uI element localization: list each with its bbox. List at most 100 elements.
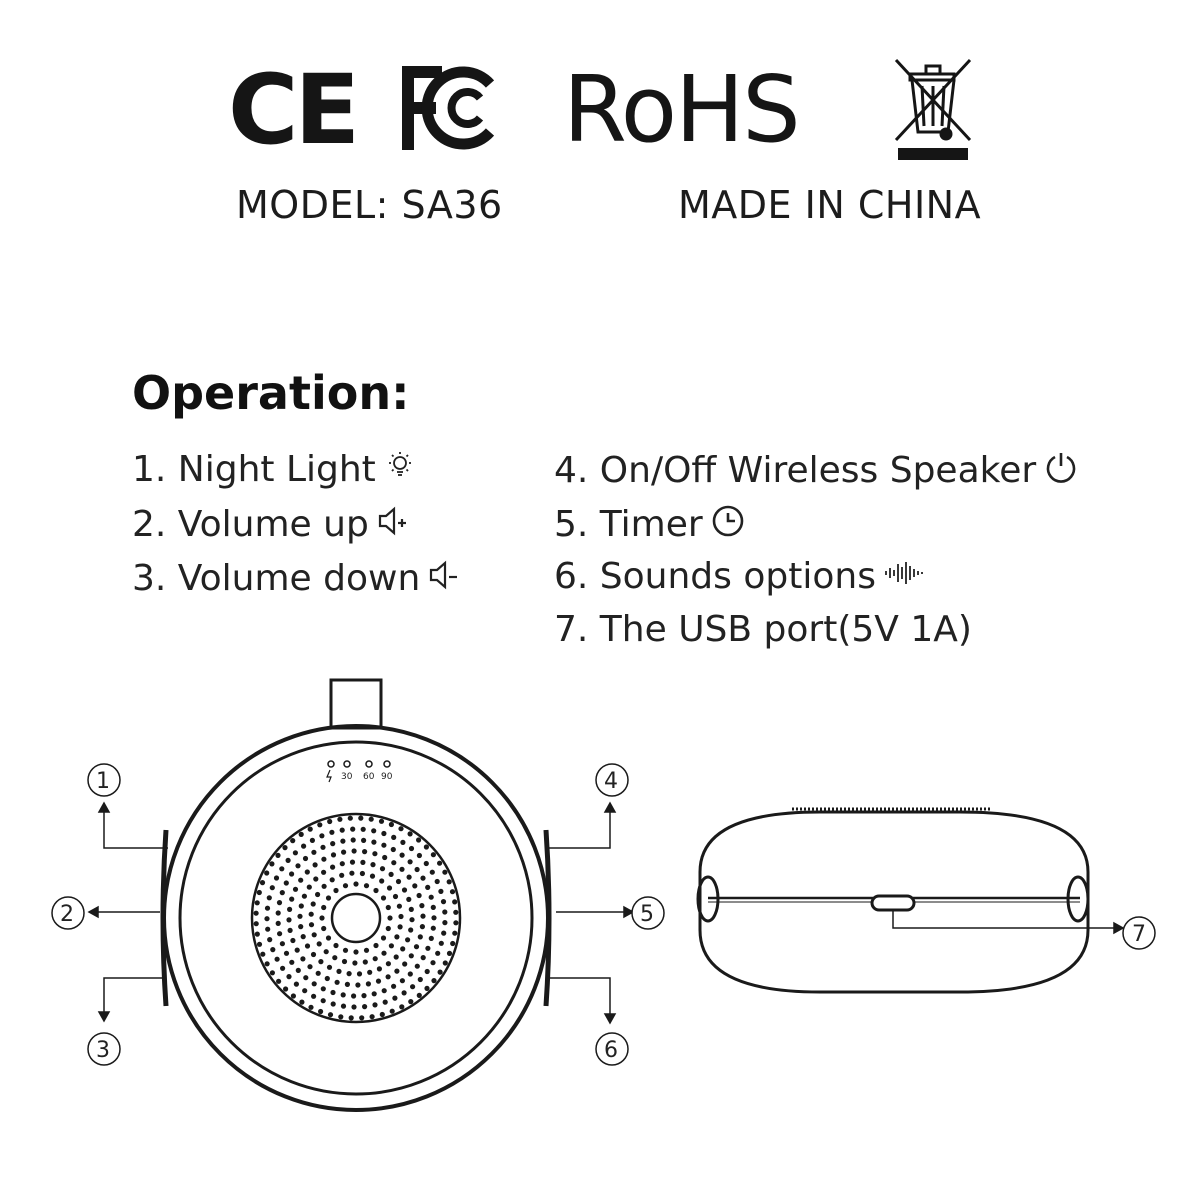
power-icon [1044, 450, 1078, 491]
grille-hole [330, 1001, 336, 1007]
grille-hole [392, 995, 398, 1001]
callout-arrowhead [603, 1013, 617, 1025]
grille-hole [372, 1002, 378, 1008]
grille-hole [269, 970, 275, 976]
grille-hole [400, 839, 406, 846]
grille-hole [326, 964, 333, 970]
grille-hole [424, 985, 430, 992]
grille-hole [408, 927, 414, 933]
callout-4: 4 [604, 769, 618, 794]
op-item-label: 7. The USB port(5V 1A) [554, 609, 972, 650]
grille-hole [310, 901, 316, 907]
grille-hole [437, 860, 443, 866]
grille-hole [273, 875, 280, 881]
grille-hole [393, 954, 399, 960]
grille-hole [429, 869, 435, 875]
grille-hole [376, 966, 382, 972]
grille-hole [416, 852, 422, 859]
grille-hole [294, 947, 300, 953]
grille-hole [368, 816, 374, 822]
grille-hole [260, 951, 266, 957]
callout-circle [595, 1032, 629, 1066]
grille-hole [425, 945, 431, 951]
grille-hole [304, 869, 310, 875]
grille-hole [398, 826, 404, 832]
grille-hole [289, 959, 295, 965]
grille-hole [266, 895, 272, 901]
grille-hole [365, 981, 371, 987]
callout-leader-line [550, 977, 611, 1018]
grille-hole [408, 953, 414, 959]
grille-hole [437, 969, 443, 975]
grille-hole [395, 878, 402, 885]
grille-hole [363, 883, 370, 889]
grille-hole [329, 877, 335, 883]
grille-hole [435, 950, 441, 956]
grille-hole [309, 837, 315, 844]
grille-hole [399, 1004, 405, 1010]
grille-hole [324, 975, 330, 982]
grille-hole [424, 968, 430, 975]
grille-hole [280, 965, 286, 971]
callout-circle [595, 763, 629, 797]
grille-hole [367, 969, 373, 975]
grille-hole [362, 1004, 368, 1010]
grille-hole [327, 818, 333, 825]
grille-hole [399, 852, 405, 858]
grille-hole [275, 910, 281, 916]
grille-hole [359, 870, 365, 877]
callout-3: 3 [96, 1038, 110, 1063]
grille-hole [264, 916, 270, 922]
grille-hole [387, 915, 393, 921]
callout-circle [87, 1032, 121, 1066]
grille-hole [349, 870, 355, 876]
grille-hole [417, 934, 423, 940]
grille-hole [351, 848, 357, 854]
grille-hole [311, 849, 317, 855]
grille-hole [452, 930, 458, 936]
grille-hole [442, 920, 448, 926]
grille-hole [400, 946, 406, 952]
volume-up-icon [377, 504, 409, 545]
grille-hole [351, 993, 357, 999]
grille-hole [256, 889, 262, 896]
grille-hole [316, 941, 322, 947]
grille-hole [302, 988, 308, 994]
callout-arrowhead [1113, 921, 1125, 935]
grille-hole [300, 956, 306, 962]
grille-hole [295, 967, 301, 974]
grille-hole [355, 982, 361, 988]
grille-hole [301, 893, 307, 899]
grille-hole [373, 887, 379, 894]
grille-hole [441, 930, 447, 936]
grille-hole [264, 905, 271, 911]
grille-hole [340, 992, 346, 998]
grille-hole [381, 950, 387, 956]
grille-hole [267, 937, 273, 943]
grille-hole [292, 886, 299, 892]
callout-7: 7 [1132, 922, 1146, 947]
grille-hole [269, 885, 275, 891]
grille-hole [430, 904, 436, 911]
grille-hole [440, 899, 447, 905]
callout-arrowhead [623, 905, 635, 919]
grille-hole [300, 934, 306, 940]
grille-hole [304, 943, 311, 949]
grille-hole [362, 849, 368, 855]
model-label: MODEL: SA36 [236, 183, 503, 227]
grille-hole [380, 935, 387, 941]
grille-hole [325, 935, 332, 941]
callout-1: 1 [96, 769, 110, 794]
grille-hole [430, 925, 436, 931]
grille-hole [413, 944, 420, 950]
callout-arrowhead [603, 801, 617, 813]
timer-label-90: 90 [381, 772, 393, 782]
grille-hole [321, 904, 327, 911]
grille-hole [264, 870, 270, 876]
grille-hole [327, 1012, 334, 1018]
sound-wave-icon [884, 558, 924, 595]
grille-hole [353, 949, 359, 955]
grille-hole [391, 834, 397, 841]
op-item-label: 3. Volume down [132, 557, 421, 599]
grille-hole [303, 975, 309, 981]
